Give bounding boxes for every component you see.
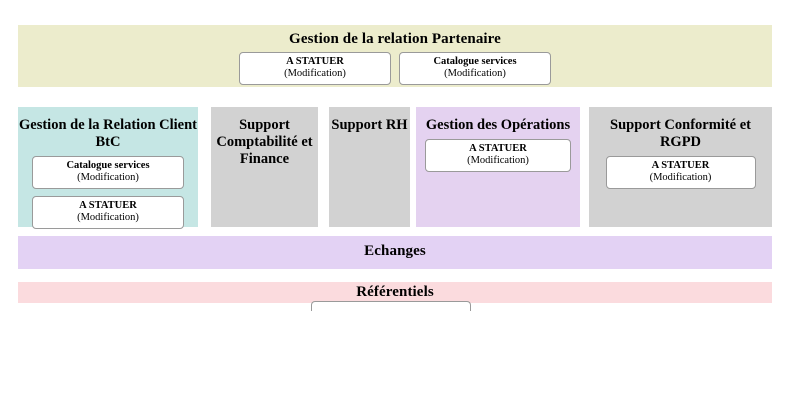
process-box-subtitle: (Modification): [444, 68, 506, 79]
process-box-title: A STATUER: [651, 160, 710, 171]
process-box-title: A STATUER: [286, 56, 344, 67]
process-box-title: Catalogue services: [66, 160, 150, 171]
process-box-col-grc-btc: Catalogue services (Modification) A STAT…: [18, 156, 198, 229]
process-box-subtitle: (Modification): [467, 155, 529, 166]
column-support-conformite-rgpd[interactable]: Support Conformité et RGPD A STATUER (Mo…: [589, 107, 772, 227]
band-title-referentiels: Référentiels: [356, 284, 434, 300]
column-title-grc-btc: Gestion de la Relation Client BtC: [18, 117, 198, 150]
process-box-a-statuer[interactable]: A STATUER (Modification): [32, 196, 184, 229]
band-echanges[interactable]: Echanges: [18, 236, 772, 269]
column-title-operations: Gestion des Opérations: [425, 117, 571, 133]
process-box-col-conformite: A STATUER (Modification): [589, 156, 772, 189]
process-box-title: Catalogue services: [433, 56, 517, 67]
column-support-comptabilite-finance[interactable]: Support Comptabilité et Finance: [211, 107, 318, 227]
process-box-subtitle: (Modification): [649, 172, 712, 183]
band-gestion-relation-partenaire[interactable]: Gestion de la relation Partenaire A STAT…: [18, 25, 772, 87]
process-box-title: A STATUER: [79, 200, 137, 211]
process-box-title: A STATUER: [469, 143, 527, 154]
column-title-conformite-rgpd: Support Conformité et RGPD: [610, 117, 751, 150]
column-gestion-relation-client-btc[interactable]: Gestion de la Relation Client BtC Catalo…: [18, 107, 198, 229]
column-gestion-operations[interactable]: Gestion des Opérations A STATUER (Modifi…: [416, 107, 580, 227]
column-title-comptabilite-finance: Support Comptabilité et Finance: [216, 117, 313, 167]
process-box-subtitle: (Modification): [284, 68, 346, 79]
process-box-a-statuer[interactable]: A STATUER (Modification): [605, 156, 756, 189]
process-box-catalogue-services[interactable]: Catalogue services (Modification): [399, 52, 551, 85]
process-box-subtitle: (Modification): [77, 172, 139, 183]
process-box-subtitle: (Modification): [77, 212, 139, 223]
process-box-catalogue-services[interactable]: Catalogue services (Modification): [32, 156, 184, 189]
process-box-col-operations: A STATUER (Modification): [416, 139, 580, 172]
process-box-row-partenaire: A STATUER (Modification) Catalogue servi…: [18, 52, 772, 85]
process-box-a-statuer[interactable]: A STATUER (Modification): [239, 52, 391, 85]
process-box-a-statuer[interactable]: A STATUER (Modification): [425, 139, 571, 172]
band-title-partenaire: Gestion de la relation Partenaire: [289, 31, 501, 47]
process-box-referentiels-clipped[interactable]: [311, 301, 471, 311]
column-title-rh: Support RH: [331, 117, 408, 133]
band-title-echanges: Echanges: [364, 243, 426, 259]
column-support-rh[interactable]: Support RH: [329, 107, 410, 227]
band-referentiels[interactable]: Référentiels: [18, 282, 772, 303]
